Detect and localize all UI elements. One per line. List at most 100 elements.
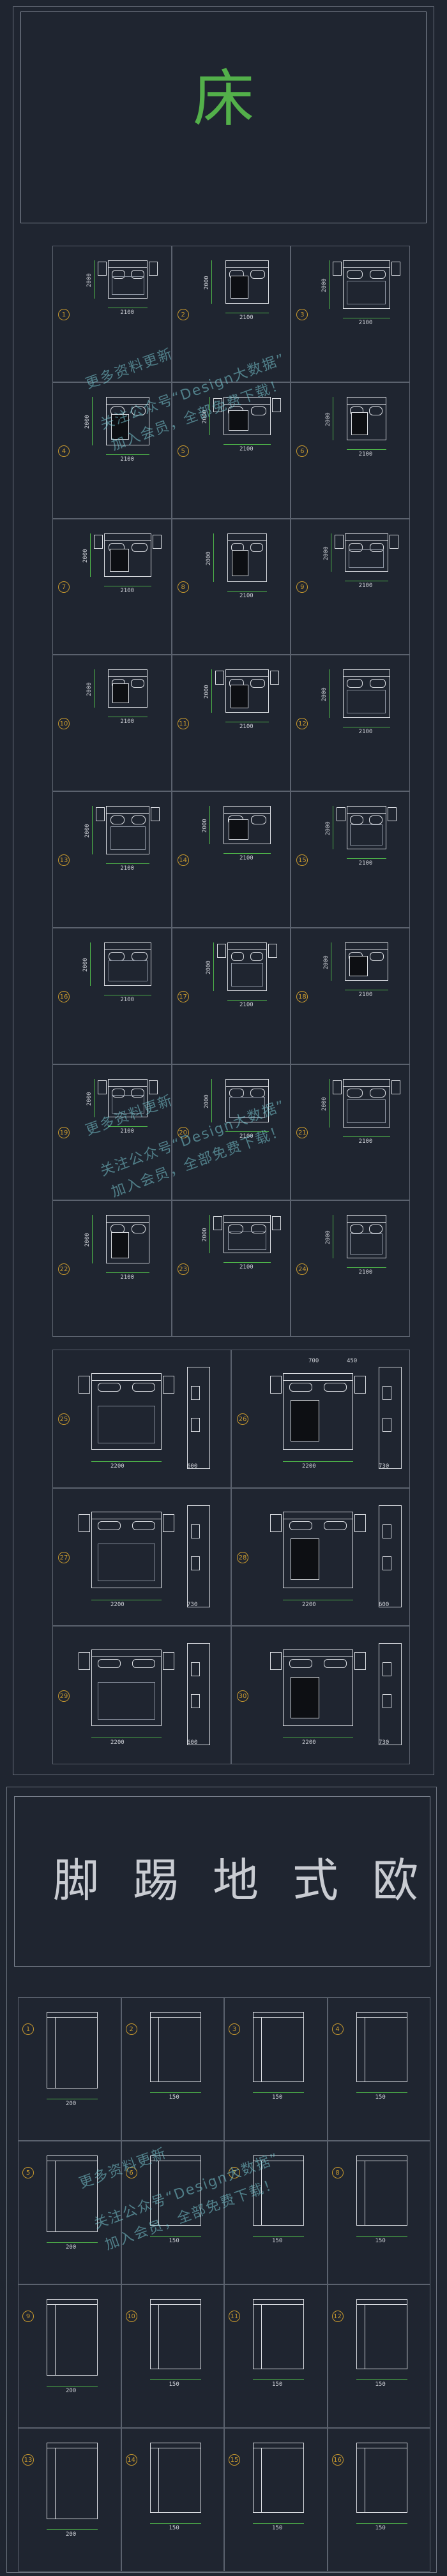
width-dimension-line [346,858,386,859]
depth-dimension-line [213,942,214,991]
width-dimension-line [106,1272,150,1274]
width-dimension-line [342,1136,390,1137]
width-dimension: 2100 [358,320,373,326]
depth-dimension: 2000 [201,819,208,833]
depth-dimension: 2000 [321,687,328,702]
bed-blanket-fold [349,956,368,976]
bed-pillow [250,951,264,961]
skirting-title-char: 脚 [53,1854,100,1907]
depth-dimension: 2000 [203,1094,210,1108]
width-dimension: 200 [66,2244,77,2251]
bed-pillow [132,1659,156,1669]
bed-headboard [283,1373,353,1381]
width-dimension: 150 [272,2094,283,2101]
bed-headboard [344,942,388,950]
width-dimension-line [108,1126,148,1127]
skirting-profile [47,2012,98,2088]
item-number: 8 [331,2167,344,2178]
nightstand [270,1376,282,1394]
skirting-edge [261,2305,262,2369]
bed-plan [283,1511,353,1588]
skirting-profile [149,2012,201,2082]
elevation-detail [191,1662,200,1677]
bed-pillow [250,270,265,279]
bed-plan [225,1078,269,1122]
bed-plan [104,942,152,986]
nightstand [96,807,105,821]
bed-plan [91,1649,162,1727]
width-dimension: 2100 [239,1001,254,1008]
bed-pillow [131,1088,144,1098]
bed-plan [344,533,388,572]
bed-blanket-fold [110,1232,130,1258]
bed-blanket-fold [290,1538,319,1580]
depth-dimension: 2000 [321,278,328,292]
item-number: 19 [58,1127,70,1139]
width-dimension: 150 [272,2381,283,2388]
width-dimension: 2100 [120,456,135,463]
bed-elevation [187,1643,210,1746]
item-number: 15 [229,2454,240,2466]
bed-plan [108,1078,148,1117]
nightstand [79,1376,90,1394]
bed-headboard [342,669,390,678]
bed-pillow [131,679,144,689]
item-number: 13 [22,2454,34,2466]
bed-pillow [250,1088,265,1098]
depth-dimension: 2000 [322,546,330,560]
width-dimension: 2100 [239,1133,254,1140]
skirting-profile [356,2299,407,2369]
width-dimension: 2100 [358,1269,373,1276]
nightstand [151,807,160,821]
bed-plan [227,942,267,991]
bed-blanket [348,549,384,568]
skirting-cell: 8 150 [327,2141,430,2284]
skirting-cell: 15 150 [224,2428,328,2572]
nightstand [336,807,345,821]
bed-pillow [350,1225,363,1234]
width-dimension: 150 [375,2094,386,2101]
bed-blanket [227,1231,267,1250]
width-dimension-line [223,443,271,445]
skirting-edge [55,2161,56,2231]
item-number: 12 [331,2311,344,2322]
skirting-top [356,2012,407,2018]
bed-pillow [289,1383,313,1392]
width-dimension: 2200 [110,1739,125,1746]
dimension: 730 [379,1463,390,1470]
skirting-profile [47,2443,98,2519]
dimension-line [149,2092,201,2093]
dimension-line [283,1461,353,1462]
width-dimension: 2100 [239,855,254,861]
dimension-line [356,2092,407,2093]
item-number: 12 [296,718,308,730]
item-number: 17 [177,990,189,1002]
bed-blanket [112,1094,144,1113]
width-dimension: 2100 [239,724,254,731]
bed-plan [104,533,152,577]
bed-blanket [97,1405,156,1443]
bed-blanket-fold [290,1400,319,1442]
skirting-title-frame: 欧式地踢脚 [14,1796,430,1967]
skirting-top [253,2155,304,2161]
elevation-detail [191,1556,200,1570]
width-dimension-line [223,1262,271,1263]
bed-pillow [350,815,363,824]
width-dimension: 150 [272,2525,283,2531]
depth-dimension: 2000 [84,824,91,838]
nightstand [268,943,277,958]
item-number: 15 [296,854,308,866]
width-dimension: 150 [375,2238,386,2244]
